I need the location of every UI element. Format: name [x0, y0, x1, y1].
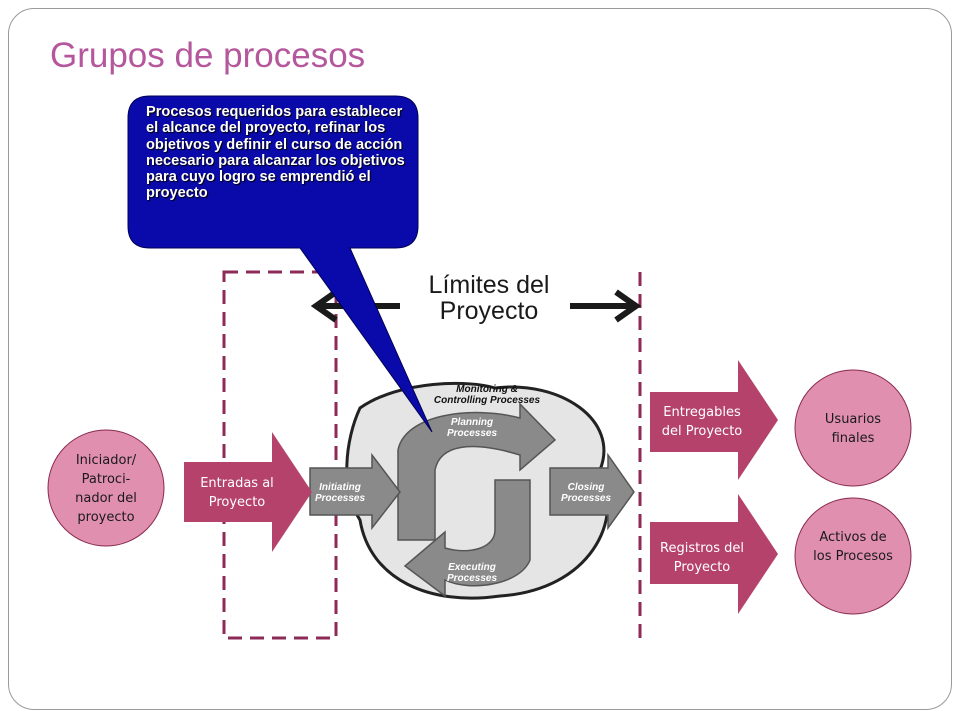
project-boundaries-label: Límites del Proyecto: [428, 271, 550, 325]
boundary-arrows: [310, 289, 642, 323]
process-assets-circle: [794, 497, 912, 615]
deliverables-arrow-shape: [650, 360, 778, 480]
end-users-circle: [794, 369, 912, 487]
process-groups-figure: Monitoring &Controlling Processes Planni…: [309, 381, 635, 600]
callout-bubble: [127, 95, 433, 433]
deliverables-label: Entregables del Proyecto: [661, 405, 743, 439]
records-label: Registros del Proyecto: [660, 541, 744, 575]
inputs-arrow-shape: [184, 432, 312, 552]
process-assets-label: Activos de los Procesos: [813, 530, 893, 564]
records-arrow-shape: [650, 494, 778, 614]
input-boundary-box: [222, 270, 338, 640]
end-users-label: Usuarios finales: [824, 412, 882, 446]
inputs-label: Entradas al Proyecto: [200, 476, 274, 510]
initiator-label: Iniciador/ Patroci- nador del proyecto: [75, 453, 137, 525]
callout-text: Procesos requeridos para establecer el a…: [146, 104, 405, 202]
monitoring-label: Monitoring &Controlling Processes: [434, 384, 541, 406]
initiator-circle: [47, 429, 165, 547]
slide-title: Grupos de procesos: [50, 36, 366, 75]
